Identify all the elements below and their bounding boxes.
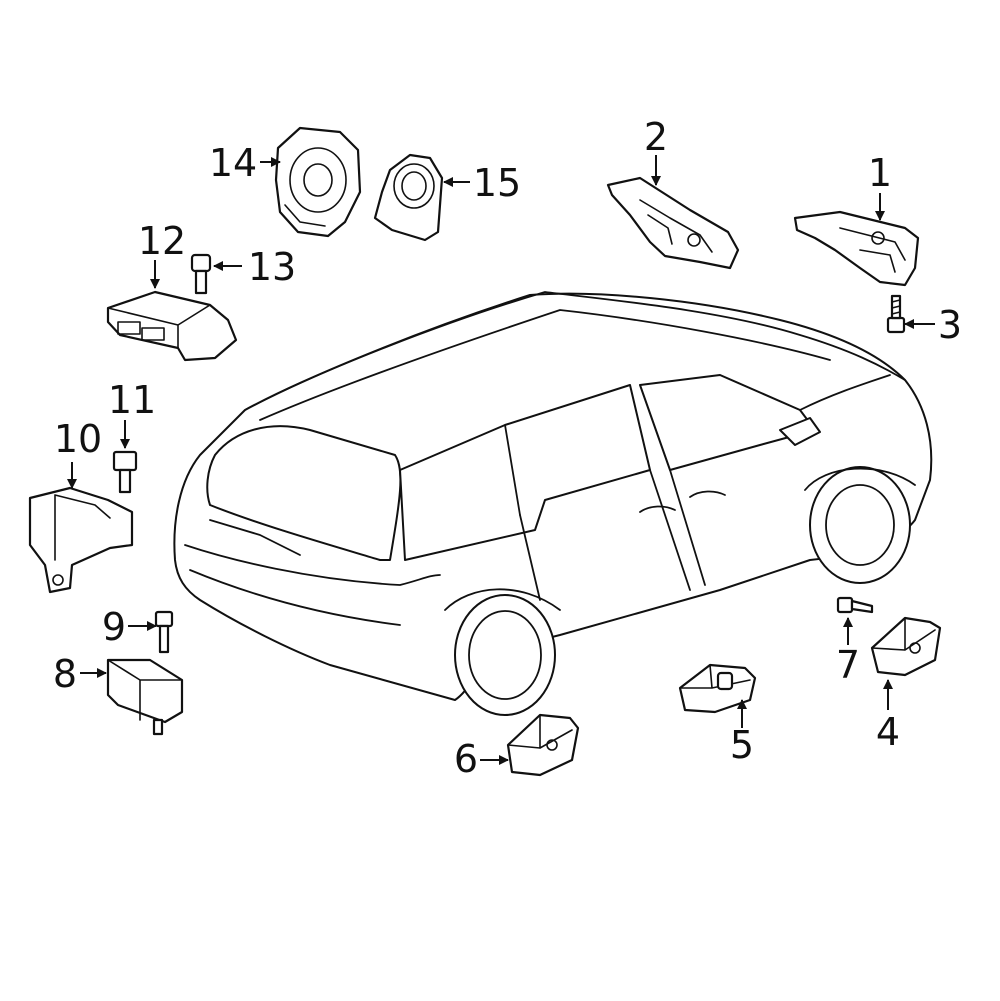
callout-12: 12 [138, 219, 186, 263]
part-15-steering-sensor [373, 153, 444, 242]
callout-14: 14 [209, 141, 257, 185]
part-5-impact-sensor [678, 663, 757, 714]
callout-15: 15 [473, 161, 521, 205]
callout-6: 6 [454, 737, 478, 781]
callout-4: 4 [876, 710, 900, 754]
callout-2: 2 [644, 115, 668, 159]
callout-9: 9 [102, 605, 126, 649]
callout-3: 3 [938, 303, 962, 347]
part-9-bolt [154, 610, 174, 654]
part-14-clock-spring [274, 126, 362, 238]
callout-1: 1 [868, 151, 892, 195]
part-4-impact-sensor [870, 616, 942, 677]
part-7-bolt [836, 596, 874, 614]
part-10-bracket [28, 486, 134, 594]
part-11-bolt [112, 450, 138, 494]
part-6-impact-sensor [506, 713, 580, 777]
callout-13: 13 [248, 245, 296, 289]
part-1-sensor-bracket [793, 210, 920, 287]
part-3-bolt [886, 294, 906, 334]
part-13-bolt [190, 253, 212, 295]
callout-8: 8 [53, 652, 77, 696]
callout-10: 10 [54, 417, 102, 461]
part-2-bracket [606, 176, 740, 270]
callout-7: 7 [836, 643, 860, 687]
callout-labels: 1 2 3 4 5 6 7 8 9 10 11 12 13 14 15 [53, 115, 962, 781]
callout-5: 5 [730, 723, 754, 767]
minivan-illustration [173, 291, 933, 716]
leader-arrows [67, 155, 935, 765]
part-12-control-unit [106, 290, 238, 362]
part-8-sensor-module [106, 658, 184, 736]
callout-11: 11 [108, 378, 156, 422]
